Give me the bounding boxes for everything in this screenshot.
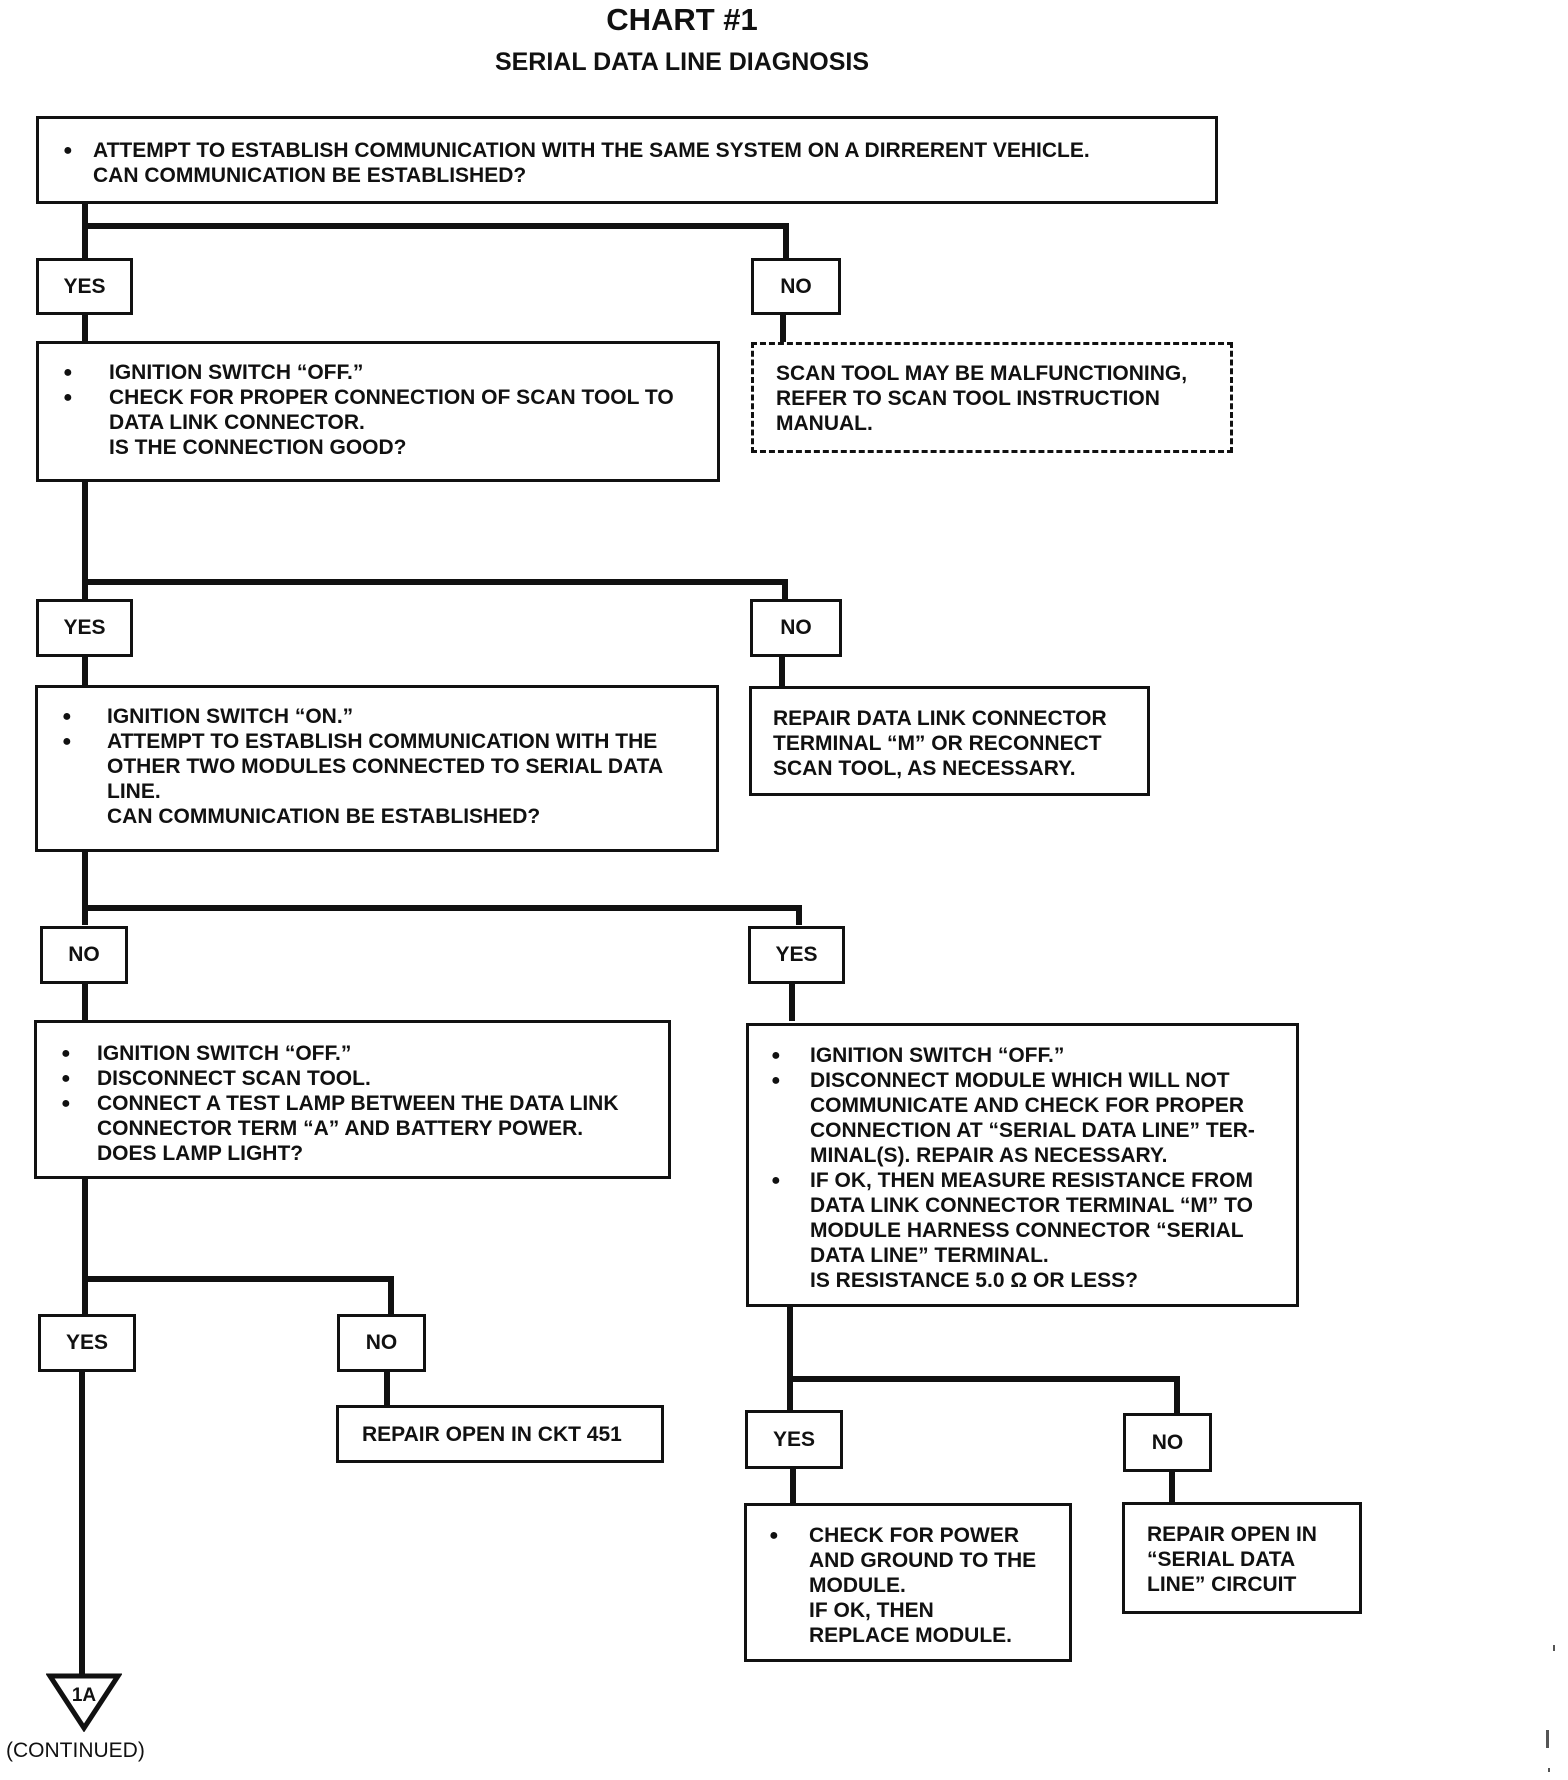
scan-speck xyxy=(1546,1730,1549,1748)
step-box-1-line: ATTEMPT TO ESTABLISH COMMUNICATION WITH … xyxy=(93,139,1090,162)
flow-line xyxy=(82,905,802,911)
scan-tool-note-box: SCAN TOOL MAY BE MALFUNCTIONING, REFER T… xyxy=(751,342,1233,453)
flow-line xyxy=(384,1372,390,1408)
flow-line xyxy=(790,1468,796,1503)
replace-module-box: CHECK FOR POWER AND GROUND TO THE MODULE… xyxy=(744,1503,1072,1662)
flow-line xyxy=(82,1177,88,1317)
replace-module-line: REPLACE MODULE. xyxy=(809,1624,1013,1647)
flow-line xyxy=(79,1370,85,1675)
scan-speck xyxy=(1553,1645,1555,1651)
yes-label: YES xyxy=(36,258,133,315)
scan-speck xyxy=(1548,1768,1550,1772)
no-label: NO xyxy=(750,599,842,657)
step-box-4-bullet: DISCONNECT SCAN TOOL. xyxy=(61,1066,656,1091)
flow-line xyxy=(783,223,789,258)
flow-line xyxy=(782,579,788,599)
repair-dlc-text: REPAIR DATA LINK CONNECTOR TERMINAL “M” … xyxy=(773,707,1107,780)
flow-line xyxy=(787,1376,1180,1382)
flow-line xyxy=(388,1276,394,1316)
flow-line xyxy=(780,314,786,344)
flow-line xyxy=(82,1276,394,1282)
yes-label: YES xyxy=(745,1410,843,1469)
step-box-2: IGNITION SWITCH “OFF.” CHECK FOR PROPER … xyxy=(36,341,720,482)
flow-line xyxy=(82,983,88,1021)
step-box-4: IGNITION SWITCH “OFF.” DISCONNECT SCAN T… xyxy=(34,1020,671,1179)
continued-caption: (CONTINUED) xyxy=(6,1739,145,1762)
no-label: NO xyxy=(40,926,128,984)
no-label: NO xyxy=(1123,1413,1212,1472)
step-box-1: ATTEMPT TO ESTABLISH COMMUNICATION WITH … xyxy=(36,116,1218,204)
repair-sdl-box: REPAIR OPEN IN “SERIAL DATA LINE” CIRCUI… xyxy=(1122,1502,1362,1614)
flow-line xyxy=(789,983,795,1021)
step-box-3-bullet: ATTEMPT TO ESTABLISH COMMUNICATION WITH … xyxy=(62,729,702,804)
flow-line xyxy=(82,202,88,260)
no-label: NO xyxy=(751,258,841,315)
step-box-2-bullet: IGNITION SWITCH “OFF.” xyxy=(63,360,703,385)
yes-label: YES xyxy=(36,599,133,657)
offpage-connector-triangle: 1A xyxy=(46,1673,122,1732)
step-box-3-bullet: IGNITION SWITCH “ON.” xyxy=(62,704,702,729)
step-box-5-bullet: DISCONNECT MODULE WHICH WILL NOT COMMUNI… xyxy=(771,1068,1276,1168)
step-box-3: IGNITION SWITCH “ON.” ATTEMPT TO ESTABLI… xyxy=(35,685,719,852)
flow-line xyxy=(82,223,789,229)
step-box-2-bullet: CHECK FOR PROPER CONNECTION OF SCAN TOOL… xyxy=(63,385,703,435)
step-box-5-question: IS RESISTANCE 5.0 Ω OR LESS? xyxy=(810,1269,1139,1292)
yes-label: YES xyxy=(38,1314,136,1372)
flow-line xyxy=(82,312,88,342)
repair-sdl-text: REPAIR OPEN IN “SERIAL DATA LINE” CIRCUI… xyxy=(1147,1523,1317,1596)
step-box-5-bullet: IF OK, THEN MEASURE RESISTANCE FROM DATA… xyxy=(771,1168,1276,1268)
chart-title: CHART #1 xyxy=(606,2,758,37)
step-box-1-text: ATTEMPT TO ESTABLISH COMMUNICATION WITH … xyxy=(63,138,1215,188)
step-box-4-question: DOES LAMP LIGHT? xyxy=(97,1142,304,1165)
repair-ckt451-text: REPAIR OPEN IN CKT 451 xyxy=(362,1423,622,1446)
flow-line xyxy=(1169,1470,1175,1504)
repair-dlc-box: REPAIR DATA LINK CONNECTOR TERMINAL “M” … xyxy=(749,686,1150,796)
scan-tool-note-text: SCAN TOOL MAY BE MALFUNCTIONING, REFER T… xyxy=(776,362,1188,435)
flow-line xyxy=(82,481,88,599)
no-label: NO xyxy=(337,1314,426,1372)
step-box-5: IGNITION SWITCH “OFF.” DISCONNECT MODULE… xyxy=(746,1023,1299,1307)
flow-line xyxy=(796,905,802,925)
flow-line xyxy=(1174,1376,1180,1416)
flow-line xyxy=(82,850,88,925)
flow-line xyxy=(82,655,88,687)
step-box-4-bullet: IGNITION SWITCH “OFF.” xyxy=(61,1041,656,1066)
step-box-1-question: CAN COMMUNICATION BE ESTABLISHED? xyxy=(93,164,527,187)
replace-module-line: IF OK, THEN xyxy=(809,1599,934,1622)
yes-label: YES xyxy=(748,926,845,984)
chart-subtitle: SERIAL DATA LINE DIAGNOSIS xyxy=(494,48,870,76)
flow-line xyxy=(82,579,788,585)
flow-line xyxy=(779,655,785,687)
connector-label: 1A xyxy=(72,1685,97,1706)
step-box-3-question: CAN COMMUNICATION BE ESTABLISHED? xyxy=(107,805,541,828)
step-box-4-bullet: CONNECT A TEST LAMP BETWEEN THE DATA LIN… xyxy=(61,1091,656,1141)
flow-line xyxy=(787,1307,793,1413)
step-box-5-bullet: IGNITION SWITCH “OFF.” xyxy=(771,1043,1276,1068)
repair-ckt451-box: REPAIR OPEN IN CKT 451 xyxy=(336,1405,664,1463)
step-box-2-question: IS THE CONNECTION GOOD? xyxy=(109,436,407,459)
replace-module-bullet: CHECK FOR POWER AND GROUND TO THE MODULE… xyxy=(769,1523,1061,1598)
